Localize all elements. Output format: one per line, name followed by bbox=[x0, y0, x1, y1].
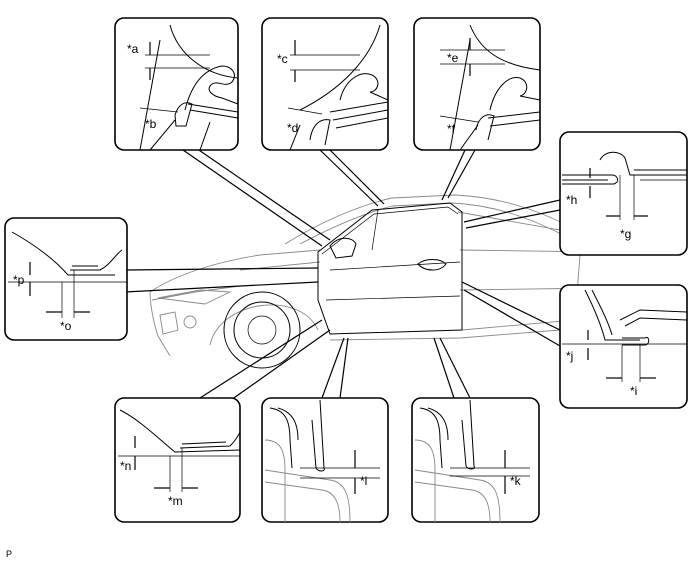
callout-p: *p bbox=[13, 273, 25, 287]
figure-code: P bbox=[6, 549, 12, 559]
callout-e: *e bbox=[447, 51, 459, 65]
callout-i: *i bbox=[630, 384, 637, 398]
callout-g: *g bbox=[620, 227, 631, 241]
detail-l bbox=[261, 397, 389, 523]
detail-o-p bbox=[4, 217, 128, 341]
detail-e-f bbox=[413, 17, 541, 151]
detail-i-j bbox=[559, 284, 688, 409]
callout-d: *d bbox=[287, 121, 298, 135]
callout-f: *f bbox=[447, 122, 456, 136]
detail-m-n bbox=[114, 397, 241, 523]
detail-a-b bbox=[114, 17, 239, 151]
detail-g-h bbox=[559, 131, 688, 256]
callout-c: *c bbox=[277, 52, 288, 66]
callout-h: *h bbox=[566, 193, 577, 207]
callout-m: *m bbox=[168, 494, 183, 508]
leader-lines bbox=[124, 145, 561, 413]
vehicle-side-view bbox=[149, 194, 601, 369]
callout-k: *k bbox=[510, 474, 522, 488]
callout-o: *o bbox=[60, 319, 72, 333]
callout-j: *j bbox=[566, 349, 573, 363]
callout-n: *n bbox=[120, 459, 131, 473]
callout-a: *a bbox=[127, 42, 139, 56]
detail-k bbox=[411, 397, 540, 523]
detail-c-d bbox=[261, 17, 389, 151]
callout-b: *b bbox=[145, 117, 157, 131]
callout-l: *l bbox=[360, 474, 367, 488]
